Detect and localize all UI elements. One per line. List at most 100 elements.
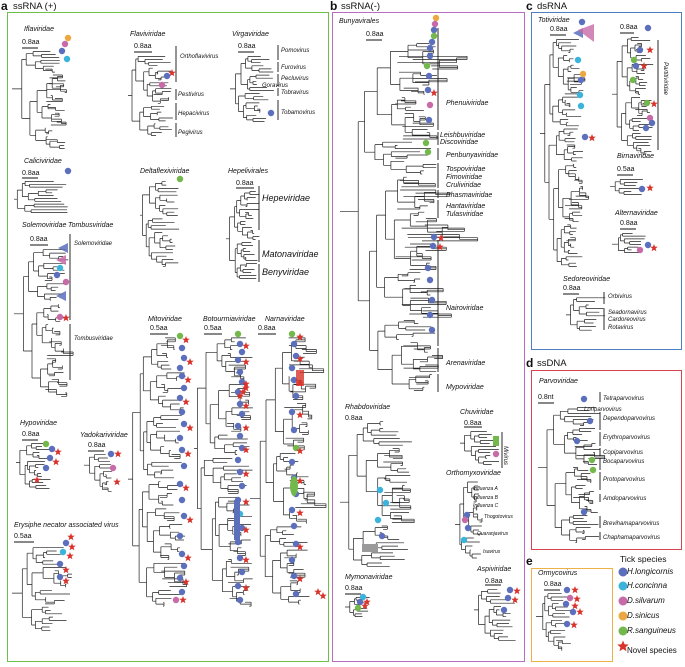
tick-species-dot: [290, 376, 298, 384]
legend-label-novel: Novel species: [627, 646, 677, 655]
label-aspiviridae: Aspiviridae: [477, 566, 512, 573]
tick-species-dot: [58, 47, 66, 55]
tree-branches: [128, 56, 173, 136]
collapsed-clade: [56, 291, 66, 301]
label-nairoviridae: Nairoviridae: [446, 305, 484, 312]
label-matonaviridae: Matonaviridae: [262, 249, 319, 259]
label-pestivirus: Pestivirus: [178, 92, 205, 98]
tick-species-dot: [426, 101, 434, 109]
novel-species-star: [242, 584, 250, 592]
tick-species-dot: [432, 14, 440, 22]
tick-species-dot: [107, 450, 115, 458]
tick-species-dot: [292, 352, 300, 360]
tick-species-dot: [178, 588, 186, 596]
tick-species-dot: [176, 364, 184, 372]
panel-b-title: ssRNA(-): [341, 1, 381, 12]
scale-label: 0.5aa: [617, 166, 635, 173]
tick-species-dot: [464, 524, 472, 532]
tree-branches: [14, 181, 68, 213]
label-ormycovirus: Ormycovirus: [538, 570, 578, 577]
label-tombusviridae: Tombusviridae: [68, 222, 114, 229]
tick-species-dot: [424, 148, 432, 156]
tick-species-dot: [461, 516, 469, 524]
tree: [84, 454, 113, 492]
scale-label: 0.8nt: [538, 394, 554, 401]
label-hantaviridae: Hantaviridae: [446, 203, 486, 210]
tick-species-dot: [566, 594, 574, 602]
tick-species-dot: [424, 264, 432, 272]
novel-species-star: [296, 411, 304, 419]
label-caliciviridae: Caliciviridae: [24, 158, 62, 165]
tick-species-dot: [288, 408, 296, 416]
tick-species-dot: [569, 608, 577, 616]
tree: [340, 421, 415, 567]
tick-species-dot: [646, 114, 654, 122]
novel-species-star: [179, 596, 187, 604]
scale-label: 0.8aa: [22, 431, 40, 438]
tick-species-dot: [236, 400, 244, 408]
tick-species-dot: [59, 548, 67, 556]
novel-species-star: [242, 380, 250, 388]
tick-species-dot: [53, 271, 61, 279]
tree: [250, 337, 327, 605]
tick-species-dot: [636, 46, 644, 54]
tick-species-dot: [180, 462, 188, 470]
novel-species-star: [62, 314, 70, 322]
novel-species-star: [571, 602, 579, 610]
tick-species-dot: [236, 368, 244, 376]
label-parvoviridae: Parvoviridae: [539, 378, 578, 385]
legend-dot-d-sinicus: [618, 611, 628, 621]
tick-species-dot: [290, 340, 298, 348]
panel-b-frame: [332, 12, 525, 662]
panel-a-frame: [7, 12, 329, 662]
scale-label: 0.8aa: [620, 24, 638, 31]
novel-species-star: [513, 587, 521, 595]
tick-species-dot: [506, 586, 514, 594]
legend-dot-h-longicornis: [618, 567, 628, 577]
tree-branches: [140, 181, 180, 267]
tick-species-dot: [176, 175, 184, 183]
scale-label: 0.8aa: [258, 325, 276, 332]
tick-species-dot: [374, 516, 382, 524]
tick-species-dot: [180, 512, 188, 520]
tree: [14, 249, 74, 397]
tick-species-dot: [292, 444, 300, 452]
tick-species-dot: [576, 91, 584, 99]
collapsed-clade: [362, 544, 378, 552]
tick-species-dot: [176, 480, 184, 488]
scale-label: 0.8aa: [238, 43, 256, 50]
tick-species-dot: [422, 139, 430, 147]
label-arenaviridae: Arenaviridae: [446, 360, 486, 367]
panel-d-title: ssDNA: [537, 358, 567, 369]
novel-species-star: [296, 477, 304, 485]
label-mivirus: Mivirus: [502, 446, 508, 465]
tick-species-dot: [500, 606, 508, 614]
tick-species-dot: [426, 52, 434, 60]
label-brevihamaparvovirus: Brevihamaparvovirus: [603, 521, 660, 527]
novel-species-star: [296, 355, 304, 363]
tick-species-dot: [429, 242, 437, 250]
label-iflaviridae: Iflaviridae: [24, 26, 54, 33]
label-influenza-a: Influenza A: [473, 486, 498, 492]
label-totiviridae: Totiviridae: [538, 17, 570, 24]
label-goravirus: Goravirus: [262, 83, 289, 89]
tick-species-dot: [178, 372, 186, 380]
panel-d-letter: d: [526, 356, 534, 370]
legend-label-h-concinna: H.concinna: [627, 581, 668, 590]
tick-species-dot: [376, 486, 384, 494]
scale-label: 0.8aa: [236, 180, 254, 187]
collapsed-clade: [56, 255, 66, 265]
tree: [612, 233, 646, 253]
tick-species-dot: [109, 464, 117, 472]
novel-species-star: [573, 595, 581, 603]
novel-species-star: [242, 526, 250, 534]
tick-species-dot: [176, 332, 184, 340]
novel-species-star: [437, 234, 445, 242]
tree: [612, 37, 654, 155]
tick-species-dot: [178, 344, 186, 352]
label-pomovirus: Pomovirus: [281, 48, 310, 54]
tick-species-dot: [581, 133, 589, 141]
tick-species-dot: [428, 296, 436, 304]
tick-species-dot: [577, 76, 585, 84]
